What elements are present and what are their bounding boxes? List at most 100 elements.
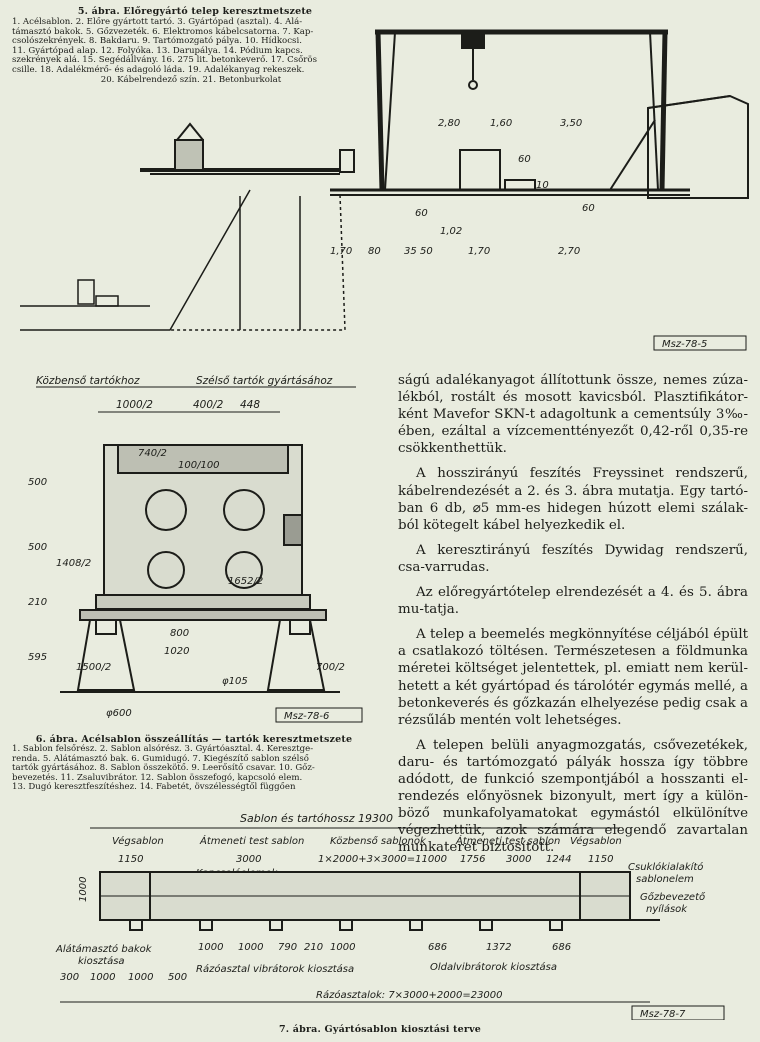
mixer-platform (174, 122, 355, 173)
dim-label: 1000 (90, 972, 115, 983)
dim-label: 500 (168, 972, 187, 983)
paragraph: A keresztirányú feszítés Dywidag rendsze… (398, 542, 748, 575)
side-label: nyílások (646, 903, 688, 915)
table-supports (60, 609, 340, 693)
paragraph: Az előregyártótelep elrendezését a 4. és… (398, 585, 748, 618)
dim-label: 400/2 (193, 399, 224, 411)
dim-label: 700/2 (316, 662, 345, 673)
fig5-legend: 1. Acélsablon. 2. Előre gyártott tartó. … (12, 17, 370, 85)
dim-label: 448 (240, 399, 260, 411)
paragraph: A hosszirányú feszítés Freyssinet rendsz… (398, 466, 748, 533)
dim-label: 210 (304, 942, 323, 953)
dim-label: 300 (60, 972, 79, 983)
fig5-legend-line: csolószekrények. 8. Bakdaru. 9. Tartómoz… (12, 36, 302, 47)
dim-label: 500 (28, 477, 47, 488)
segment-label: Közbenső sablonok (330, 835, 427, 847)
fig6-label-left: Közbenső tartókhoz (36, 375, 140, 387)
ground-line (140, 149, 690, 196)
fig5-legend-line: 1. Acélsablon. 2. Előre gyártott tartó. … (12, 17, 303, 27)
dim-label: 60 (415, 208, 428, 219)
dim-label: 1372 (486, 942, 511, 953)
dim-label: 1652/2 (228, 576, 263, 587)
mould-cross-section (95, 444, 311, 610)
dim-label: 790 (278, 942, 297, 953)
dim-label: 686 (552, 942, 571, 953)
fig7-title: 7. ábra. Gyártósablon kiosztási terve (278, 1024, 482, 1035)
fig5-legend-line: 20. Kábelrendező szín. 21. Betonburkolat (100, 74, 282, 85)
mould-beam (99, 871, 660, 931)
fig7-drawing: Sablon és tartóhossz 19300 Végsablon Átm… (55, 812, 725, 1020)
fig5-legend-line: szekrények alá. 15. Segédállvány. 16. 27… (12, 55, 317, 66)
segment-label: Végsablon (570, 835, 622, 847)
segment-label: Átmeneti test sablon (455, 834, 560, 847)
dim-label: 1,70 (330, 246, 352, 257)
dim-label: 35 (404, 246, 417, 257)
fig6-legend: 1. Sablon felsőrész. 2. Sablon alsórész.… (12, 744, 374, 793)
dim-label: 3000 (236, 854, 261, 865)
paragraph: A telep a beemelés megkönnyítése céljábó… (398, 627, 748, 728)
dim-label: 1000/2 (116, 399, 153, 411)
dim-label: 3000 (506, 854, 531, 865)
dim-label: 1000 (128, 972, 153, 983)
embankment (20, 189, 346, 331)
dim-label: φ105 (222, 676, 248, 687)
dim-label: 60 (582, 203, 595, 214)
fig6-title: 6. ábra. Acélsablon összeállítás — tartó… (35, 734, 353, 745)
side-label: Gőzbevezető (640, 891, 706, 903)
aggregate-bins (20, 279, 150, 307)
fig7-ref: Msz-78-7 (640, 1009, 686, 1020)
dim-label: 10 (536, 180, 549, 191)
dim-label: 595 (28, 652, 47, 663)
oldal-label: Oldalvibrátorok kiosztása (430, 961, 557, 973)
dim-label: 1020 (164, 646, 189, 657)
dim-label: 1000 (78, 877, 89, 902)
side-label: sablonelem (636, 874, 694, 885)
dim-label: 210 (28, 597, 47, 608)
article-text: ságú adalékanyagot állítottunk össze, ne… (398, 372, 748, 864)
dim-label: 1,70 (468, 246, 490, 257)
segment-label: Átmeneti test sablon (199, 834, 304, 847)
shed-building (647, 94, 749, 199)
dim-label: 1150 (118, 854, 143, 865)
dim-label: 100/100 (178, 460, 220, 471)
fig6-legend-line: 13. Dugó keresztfeszítéshez. 14. Fabetét… (12, 782, 296, 793)
bottom-left-label: kiosztása (78, 955, 125, 967)
dim-label: 1000 (330, 942, 355, 953)
fig5-legend-line: 11. Gyártópad alap. 12. Folyóka. 13. Dar… (12, 45, 303, 56)
segment-label: Végsablon (112, 835, 164, 847)
dim-label: 1,60 (490, 118, 512, 129)
dim-label: 50 (420, 246, 433, 257)
dim-label: 80 (368, 246, 381, 257)
gantry-crane (375, 29, 668, 191)
dim-label: 3,50 (560, 118, 582, 129)
fig6-legend-line: tartók gyártásához. 8. Sablon összekötő.… (12, 763, 315, 774)
bottom-total: Rázóasztalok: 7×3000+2000=23000 (316, 989, 503, 1001)
dim-label: 2,70 (558, 246, 580, 257)
fig6-legend-line: 1. Sablon felsőrész. 2. Sablon alsórész.… (12, 744, 314, 754)
dim-label: 686 (428, 942, 447, 953)
fig5-drawing: 2,80 1,60 3,50 60 1,70 80 60 1,02 1,70 2… (20, 29, 749, 351)
fig6-ref: Msz-78-6 (284, 711, 329, 722)
dim-label: 2,80 (438, 118, 460, 129)
dim-label: 1000 (198, 942, 223, 953)
fig6-legend-line: renda. 5. Alátámasztó bak. 6. Gumidugó. … (12, 753, 309, 764)
dim-label: 1408/2 (56, 558, 91, 569)
paragraph: ságú adalékanyagot állítottunk össze, ne… (398, 373, 748, 457)
fig7-top-label: Sablon és tartóhossz 19300 (240, 812, 393, 825)
dim-label: 740/2 (138, 448, 167, 459)
fig5-ref: Msz-78-5 (662, 339, 707, 350)
vibr-label: Rázóasztal vibrátorok kiosztása (196, 963, 354, 975)
dim-label: 1150 (588, 854, 613, 865)
dim-label: 1000 (238, 942, 263, 953)
dim-label: 500 (28, 542, 47, 553)
fig6-label-right: Szélső tartók gyártásához (196, 375, 333, 387)
dim-label: 1500/2 (76, 662, 111, 673)
paragraph: A telepen belüli anyagmozgatás, csővezet… (398, 737, 748, 856)
side-label: Csuklókialakító (628, 861, 703, 873)
dim-label: 1244 (546, 854, 571, 865)
fig5-title: 5. ábra. Előregyártó telep keresztmetsze… (77, 6, 313, 17)
fig6-legend-line: bevezetés. 11. Zsaluvibrátor. 12. Sablon… (12, 772, 303, 783)
fig5-legend-line: csille. 18. Adalékmérő- és adagoló láda.… (12, 64, 305, 75)
dim-label: 60 (518, 154, 531, 165)
dim-label: 1,02 (440, 226, 462, 237)
